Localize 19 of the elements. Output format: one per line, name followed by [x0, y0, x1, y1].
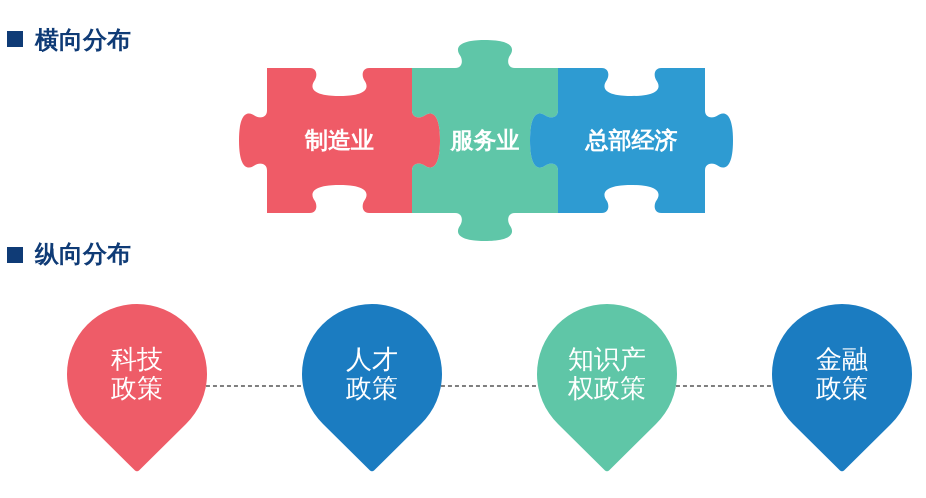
pin-label: 知识产权政策	[567, 346, 647, 404]
puzzle-piece	[530, 68, 733, 213]
map-pin	[67, 304, 207, 472]
pin-label: 人才政策	[345, 346, 399, 404]
dashed-connector	[676, 385, 774, 387]
pin-label: 科技政策	[110, 346, 164, 404]
piece-label: 服务业	[450, 126, 520, 154]
section-heading: 纵向分布	[35, 240, 131, 268]
map-pin	[302, 304, 442, 472]
piece-label: 制造业	[305, 126, 374, 154]
section-heading: 横向分布	[35, 26, 131, 54]
pin-label: 金融政策	[815, 346, 869, 404]
dashed-connector	[440, 385, 538, 387]
map-pin	[537, 304, 677, 472]
map-pin	[772, 304, 912, 472]
dashed-connector	[206, 385, 304, 387]
puzzle-piece	[412, 40, 558, 241]
puzzle-piece	[239, 68, 440, 213]
piece-label: 总部经济	[586, 126, 678, 154]
